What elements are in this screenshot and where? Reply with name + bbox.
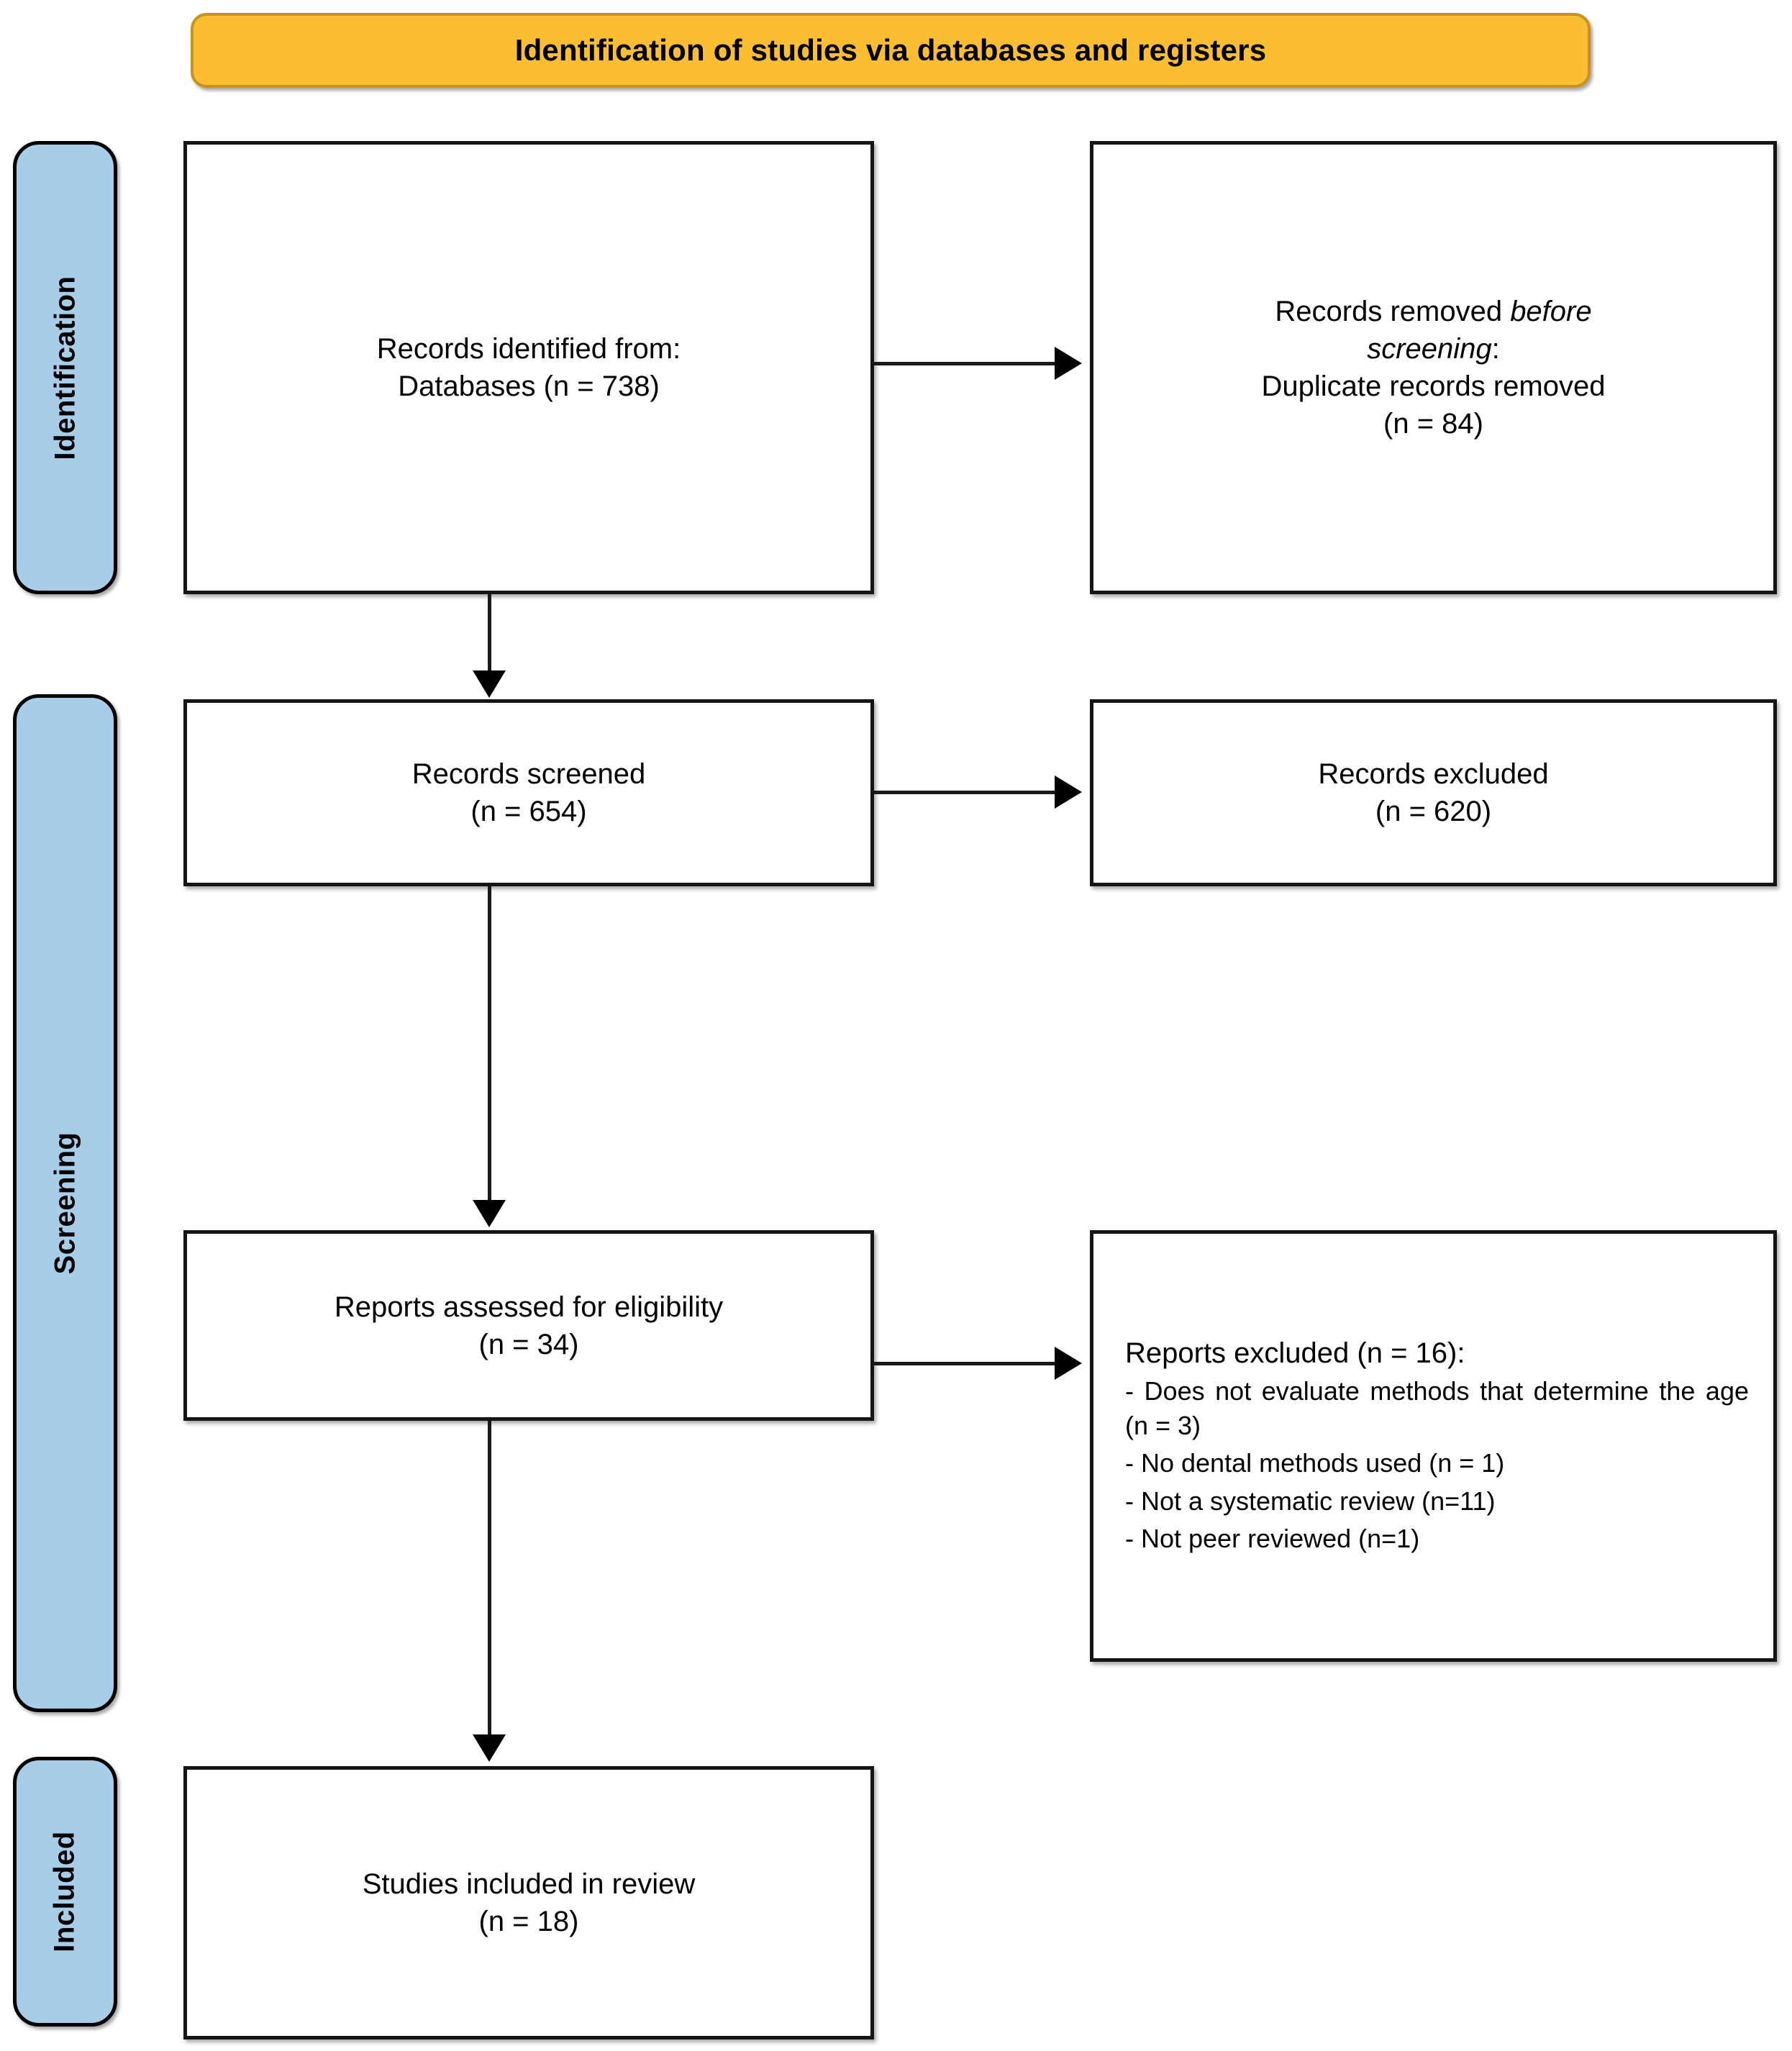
arrow-down-icon bbox=[473, 1734, 506, 1762]
box-studies-included-text: Studies included in review (n = 18) bbox=[363, 1865, 695, 1940]
stage-label-identification-text: Identification bbox=[49, 276, 81, 460]
records-screened-line2: (n = 654) bbox=[470, 796, 587, 827]
records-removed-line1-plain: Records removed bbox=[1275, 296, 1511, 327]
records-removed-line2-plain: : bbox=[1491, 333, 1500, 365]
records-removed-line1-italic: before bbox=[1510, 296, 1592, 327]
diagram-title: Identification of studies via databases … bbox=[514, 32, 1267, 67]
stage-label-included-text: Included bbox=[49, 1831, 81, 1952]
box-records-screened: Records screened (n = 654) bbox=[183, 699, 874, 886]
studies-included-line1: Studies included in review bbox=[362, 1868, 696, 1900]
diagram-header-banner: Identification of studies via databases … bbox=[191, 13, 1591, 88]
studies-included-line2: (n = 18) bbox=[478, 1906, 579, 1937]
records-screened-line1: Records screened bbox=[411, 758, 646, 790]
arrow-right-icon bbox=[1055, 1347, 1082, 1380]
reports-assessed-line2: (n = 34) bbox=[478, 1328, 579, 1360]
reports-excluded-content: Reports excluded (n = 16): - Does not ev… bbox=[1125, 1336, 1749, 1556]
connector-assessed-to-reports-excluded bbox=[874, 1362, 1055, 1365]
connector-identified-to-removed bbox=[874, 362, 1055, 365]
reports-assessed-line1: Reports assessed for eligibility bbox=[334, 1291, 724, 1323]
connector-assessed-to-included bbox=[488, 1421, 491, 1737]
reports-excluded-reason-4: - Not peer reviewed (n=1) bbox=[1125, 1523, 1420, 1553]
records-removed-line4: (n = 84) bbox=[1383, 408, 1483, 440]
box-records-excluded-text: Records excluded (n = 620) bbox=[1318, 755, 1548, 830]
arrow-down-icon bbox=[473, 670, 506, 698]
stage-label-identification: Identification bbox=[13, 141, 117, 594]
connector-screened-to-excluded bbox=[874, 791, 1055, 794]
box-reports-excluded: Reports excluded (n = 16): - Does not ev… bbox=[1090, 1230, 1777, 1662]
box-reports-assessed: Reports assessed for eligibility (n = 34… bbox=[183, 1230, 874, 1421]
arrow-right-icon bbox=[1055, 776, 1082, 809]
connector-screened-to-assessed bbox=[488, 886, 491, 1203]
records-excluded-line1: Records excluded bbox=[1318, 758, 1549, 790]
box-records-identified: Records identified from: Databases (n = … bbox=[183, 141, 874, 594]
box-studies-included: Studies included in review (n = 18) bbox=[183, 1766, 874, 2039]
box-records-identified-text: Records identified from: Databases (n = … bbox=[377, 330, 681, 405]
records-identified-line1: Records identified from: bbox=[376, 333, 681, 365]
records-excluded-line2: (n = 620) bbox=[1375, 796, 1492, 827]
box-reports-assessed-text: Reports assessed for eligibility (n = 34… bbox=[335, 1288, 723, 1363]
box-records-screened-text: Records screened (n = 654) bbox=[412, 755, 646, 830]
box-records-excluded: Records excluded (n = 620) bbox=[1090, 699, 1777, 886]
arrow-right-icon bbox=[1055, 347, 1082, 380]
reports-excluded-reason-2: - No dental methods used (n = 1) bbox=[1125, 1448, 1505, 1478]
reports-excluded-reason-1: - Does not evaluate methods that determi… bbox=[1125, 1375, 1749, 1441]
reports-excluded-title: Reports excluded (n = 16): bbox=[1125, 1337, 1465, 1370]
reports-excluded-reason-3: - Not a systematic review (n=11) bbox=[1125, 1486, 1496, 1516]
stage-label-screening-text: Screening bbox=[49, 1132, 81, 1275]
records-removed-line3: Duplicate records removed bbox=[1261, 370, 1606, 402]
connector-identified-to-screened bbox=[488, 594, 491, 673]
box-records-removed-text: Records removed before screening: Duplic… bbox=[1262, 293, 1606, 442]
arrow-down-icon bbox=[473, 1200, 506, 1227]
stage-label-screening: Screening bbox=[13, 694, 117, 1712]
box-records-removed: Records removed before screening: Duplic… bbox=[1090, 141, 1777, 594]
stage-label-included: Included bbox=[13, 1757, 117, 2027]
records-removed-line2-italic: screening bbox=[1367, 333, 1492, 365]
records-identified-line2: Databases (n = 738) bbox=[398, 370, 660, 402]
